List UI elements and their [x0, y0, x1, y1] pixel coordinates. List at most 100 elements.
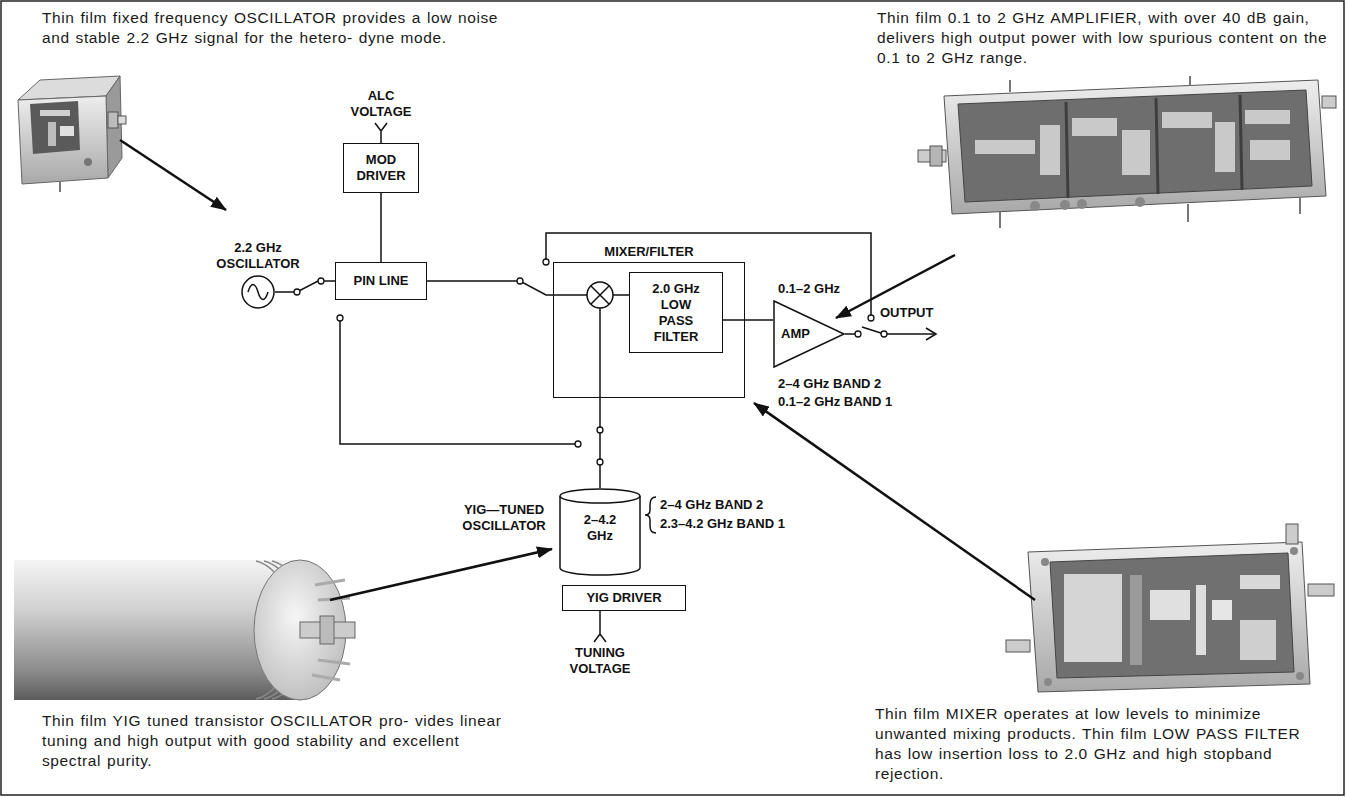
node-label: 2.0 GHz LOW PASS FILTER [647, 281, 705, 345]
switch-contact [597, 459, 603, 465]
signal-connector [275, 281, 335, 292]
text-slot: PIN LINE [354, 273, 409, 289]
node-label: PIN LINE [354, 273, 409, 289]
amplifier-photo [1135, 197, 1145, 207]
low-pass-filter-box: 2.0 GHz LOW PASS FILTER [629, 272, 723, 353]
signal-wire [926, 328, 936, 340]
node-heading: 0.1–2 GHz [764, 281, 854, 297]
amplifier-photo [944, 80, 1326, 214]
yig-oscillator-photo [320, 616, 334, 644]
amplifier-photo [1156, 98, 1158, 194]
mixer-filter-photo [1240, 575, 1280, 589]
oscillator-photo [18, 76, 126, 192]
amplifier-photo [1040, 125, 1060, 175]
amplifier-photo [1240, 95, 1242, 190]
signal-connector [380, 193, 382, 262]
driver-box: MOD DRIVER [343, 143, 419, 193]
node-label: YIG DRIVER [586, 590, 661, 606]
oscillator-symbol: 2.2 GHz OSCILLATOR [241, 275, 275, 309]
mixer-filter-photo [1240, 620, 1276, 660]
amplifier-photo [1299, 198, 1301, 214]
label-slot: Thin film fixed frequency OSCILLATOR pro… [42, 8, 504, 48]
switch-contact [881, 331, 887, 337]
oscillator-photo [59, 182, 61, 192]
callout-arrow [120, 140, 1035, 600]
text-slot: MIXER/FILTER [549, 244, 749, 260]
amplifier-photo [1009, 80, 1011, 92]
signal-wire [340, 123, 936, 642]
node-label: AMP [781, 326, 810, 342]
oscillator-photo [106, 76, 122, 178]
signal-connector [599, 398, 601, 488]
text-slot: MOD DRIVER [350, 152, 412, 184]
callout-arrow [120, 140, 226, 210]
text-slot: YIG DRIVER [586, 590, 661, 606]
signal-wire [845, 333, 855, 335]
callout-note: Thin film fixed frequency OSCILLATOR pro… [42, 8, 504, 48]
signal-wire [546, 233, 871, 315]
callout-arrow [754, 403, 1035, 600]
driver-box: YIG DRIVER [562, 585, 686, 611]
amplifier-photo [1077, 199, 1087, 209]
label-slot: 0.1–2 GHz BAND 1 [778, 394, 928, 410]
band-label: 2–4 GHz BAND 2 [660, 497, 830, 513]
label-slot: Thin film MIXER operates at low levels t… [875, 704, 1330, 784]
oscillator-circle [241, 275, 275, 309]
amplifier-symbol: 0.1–2 GHzAMP [773, 300, 845, 368]
switch-contact [868, 315, 874, 321]
switch-contact [543, 259, 549, 265]
amplifier-photo [930, 146, 942, 166]
mixer-filter-photo [1150, 590, 1190, 620]
amplifier-photo [1122, 130, 1150, 175]
signal-label: ALC VOLTAGE [341, 88, 421, 120]
node-heading: 2.2 GHz OSCILLATOR [208, 240, 308, 272]
label-slot: Thin film 0.1 to 2 GHz AMPLIFIER, with o… [877, 8, 1332, 68]
mixer-filter-box: 2.0 GHz LOW PASS FILTERMIXER/FILTER [553, 262, 745, 398]
callout-note: Thin film YIG tuned transistor OSCILLATO… [42, 711, 504, 771]
yig-oscillator-photo [315, 580, 345, 585]
switch-contact [318, 278, 324, 284]
node-heading: YIG—TUNED OSCILLATOR [455, 502, 553, 534]
oscillator-photo [118, 116, 126, 124]
amplifier-photo [1162, 112, 1212, 128]
amplifier-photo [918, 76, 1336, 228]
callout-arrow [330, 549, 552, 600]
node-label: MOD DRIVER [350, 152, 412, 184]
text-slot: 2–4.2 GHz [574, 512, 626, 544]
label-slot: ALC VOLTAGE [341, 88, 421, 120]
signal-wire [599, 308, 601, 398]
mixer-symbol [587, 282, 613, 308]
yig-oscillator-photo [318, 660, 350, 664]
yig-oscillator-symbol: YIG—TUNED OSCILLATOR2–4.2 GHz [559, 488, 641, 576]
switch-contact [575, 441, 581, 447]
band-label: 2.3–4.2 GHz BAND 1 [660, 516, 830, 532]
pin-line-box: PIN LINE [335, 262, 427, 300]
amplifier-photo [1215, 122, 1235, 172]
mixer-symbol [591, 286, 609, 304]
switch-contact [517, 278, 523, 284]
text-slot: 0.1–2 GHz [764, 281, 854, 297]
signal-connector [723, 319, 773, 321]
label-slot: 2–4 GHz BAND 2 [660, 497, 830, 513]
signal-connector [427, 281, 553, 295]
oscillator-photo [108, 112, 118, 128]
switch-contact [294, 289, 300, 295]
cylinder-symbol [560, 496, 640, 575]
amplifier-photo [958, 90, 1312, 202]
mixer-filter-photo [1130, 575, 1142, 665]
mixer-filter-photo [1006, 524, 1334, 692]
signal-wire [594, 611, 606, 642]
amplifier-photo [1245, 110, 1290, 124]
label-slot: 2.3–4.2 GHz BAND 1 [660, 516, 830, 532]
label-slot: Thin film YIG tuned transistor OSCILLATO… [42, 711, 504, 771]
mixer-filter-photo [1308, 584, 1334, 596]
text-slot: AMP [781, 326, 810, 342]
amplifier-photo [1322, 96, 1336, 108]
amplifier-photo [1030, 201, 1040, 211]
oscillator-photo [30, 101, 80, 154]
text-slot: 2.0 GHz LOW PASS FILTER [647, 281, 705, 345]
label-slot: OUTPUT [880, 305, 950, 321]
